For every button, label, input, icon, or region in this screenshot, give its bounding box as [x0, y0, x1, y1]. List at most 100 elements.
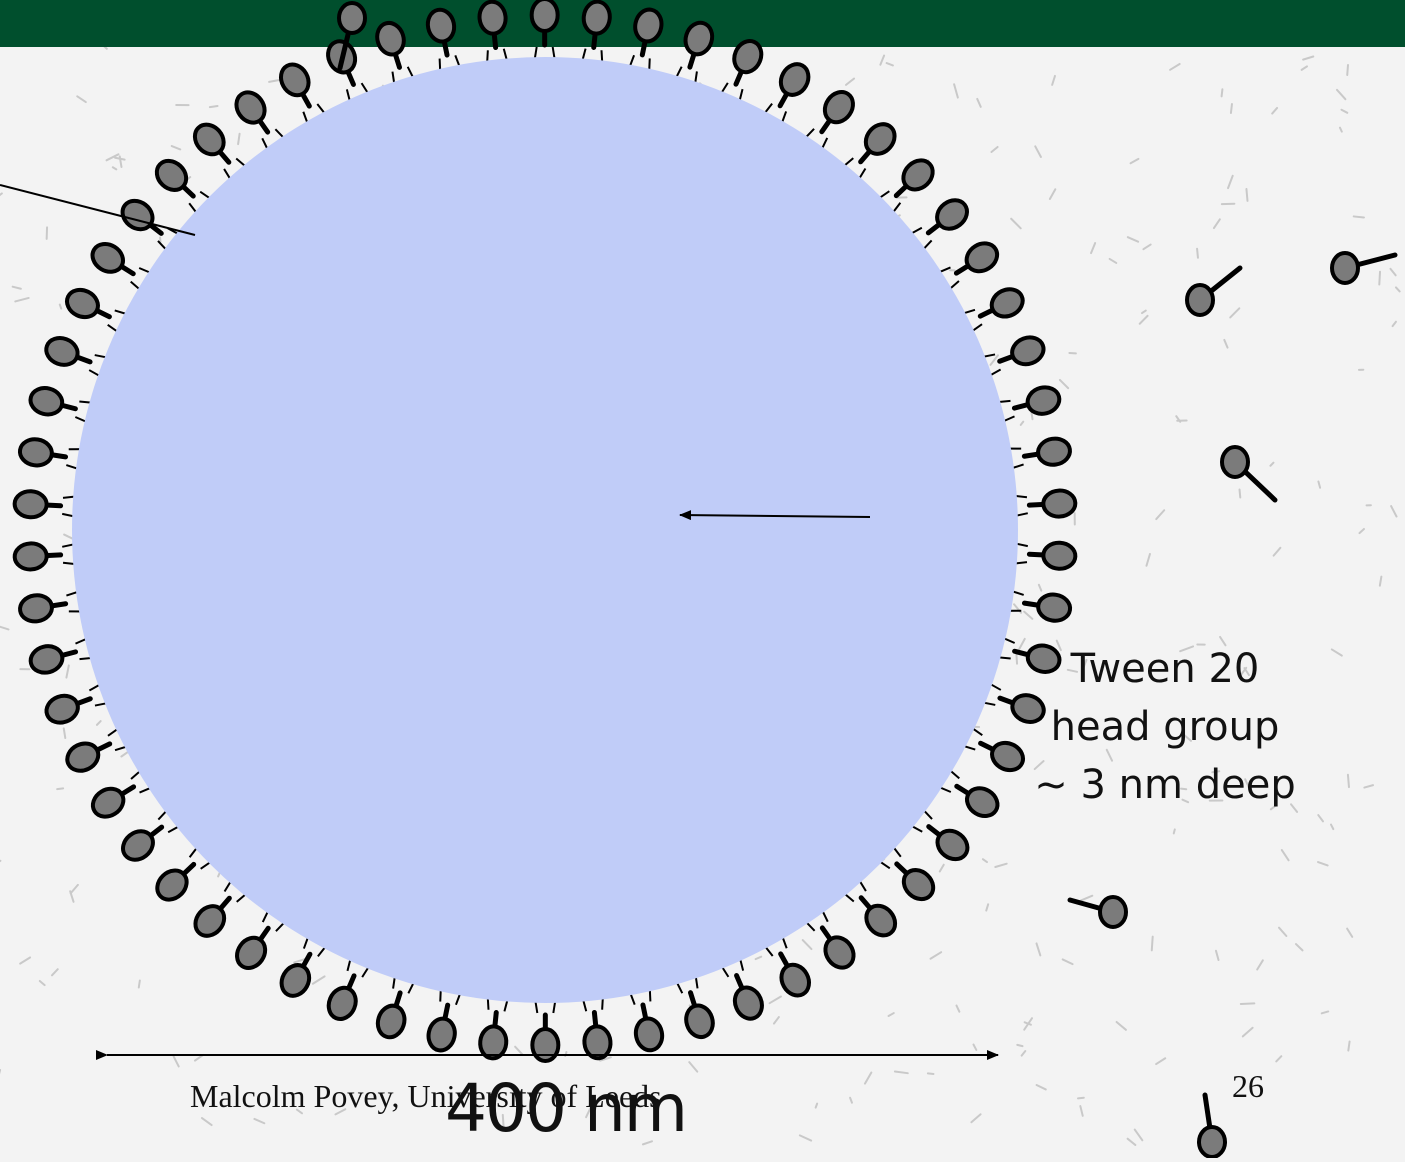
texture-mark [1156, 510, 1164, 519]
texture-mark [202, 1118, 212, 1125]
tween-20-molecule-icon [231, 87, 271, 128]
texture-mark [770, 996, 781, 1003]
texture-mark [803, 940, 812, 949]
texture-mark [986, 904, 988, 910]
texture-mark [995, 864, 1006, 867]
tween-20-molecule-icon [1043, 490, 1076, 518]
tween-20-molecule-icon [88, 783, 129, 822]
texture-mark [1318, 481, 1320, 487]
texture-mark [1024, 612, 1032, 619]
tween-20-molecule-icon [18, 593, 54, 624]
texture-mark [13, 287, 21, 289]
texture-mark [71, 885, 78, 893]
texture-mark [1078, 1098, 1084, 1099]
tween-20-molecule-icon [1036, 592, 1072, 623]
texture-mark [954, 84, 958, 97]
tween-20-molecule-icon [532, 0, 558, 31]
texture-mark [846, 79, 854, 85]
tween-label-line-1: Tween 20 [1030, 640, 1300, 698]
texture-mark [1396, 287, 1400, 291]
texture-mark [1243, 1028, 1253, 1037]
pointer-arrow-left [0, 185, 195, 235]
page-number: 26 [1232, 1068, 1264, 1105]
texture-mark [1274, 548, 1281, 556]
texture-mark [1240, 490, 1241, 498]
texture-mark [940, 865, 944, 872]
texture-mark [1135, 1130, 1143, 1141]
tween-20-molecule-icon [14, 543, 47, 571]
texture-mark [1222, 89, 1223, 96]
scale-bar-label: 400 nm [445, 1070, 686, 1147]
texture-mark [515, 1047, 523, 1055]
texture-mark [60, 305, 61, 309]
texture-mark [1318, 862, 1328, 865]
texture-mark [983, 859, 987, 862]
tween-20-molecule-icon [820, 932, 860, 973]
texture-mark [1081, 896, 1093, 901]
texture-mark [1318, 815, 1323, 821]
oil-droplet [72, 57, 1018, 1003]
texture-mark [1332, 649, 1342, 655]
texture-mark [1348, 775, 1349, 787]
texture-mark [1364, 785, 1373, 787]
texture-mark [254, 1119, 264, 1123]
tween-20-molecule-icon [1222, 447, 1248, 477]
texture-mark [1230, 308, 1239, 317]
texture-mark [1340, 128, 1342, 132]
texture-mark [977, 99, 981, 107]
tween-20-molecule-icon [962, 783, 1003, 822]
tween-20-molecule-icon [42, 334, 81, 369]
tween-20-molecule-icon [14, 490, 47, 518]
texture-mark [1174, 829, 1175, 833]
texture-mark [887, 63, 893, 65]
tween-20-molecule-icon [62, 285, 102, 322]
tween-20-molecule-icon [43, 691, 82, 727]
texture-mark [20, 957, 30, 963]
texture-mark [1156, 1058, 1165, 1064]
tween-20-molecule-icon [1008, 333, 1047, 369]
tween-20-molecule-icon [776, 960, 814, 1001]
texture-mark [1197, 249, 1198, 258]
texture-mark [115, 158, 125, 160]
tween-20-molecule-icon [478, 0, 507, 34]
texture-mark [1021, 422, 1024, 425]
texture-mark [1146, 554, 1149, 566]
tween-20-molecule-icon [776, 59, 814, 100]
texture-mark [1080, 1106, 1082, 1116]
texture-mark [774, 1017, 779, 1023]
texture-mark [1241, 1003, 1255, 1004]
texture-mark [1282, 850, 1289, 860]
texture-mark [1322, 1011, 1329, 1013]
texture-mark [1270, 463, 1273, 466]
texture-mark [174, 1056, 179, 1066]
tween-20-molecule-icon [28, 643, 66, 676]
tween-20-molecule-icon [426, 1016, 458, 1053]
tween-20-molecule-icon [961, 238, 1002, 277]
texture-mark [1117, 1022, 1126, 1030]
texture-mark [816, 1104, 817, 1108]
texture-mark [1060, 380, 1068, 388]
tween-20-molecule-icon [1036, 436, 1072, 467]
texture-mark [889, 1013, 894, 1016]
texture-mark [1131, 159, 1139, 163]
texture-mark [0, 627, 8, 630]
texture-mark [991, 355, 998, 365]
texture-mark [1022, 1051, 1026, 1056]
tween-20-molecule-icon [339, 3, 365, 33]
texture-mark [1152, 937, 1153, 951]
texture-mark [1128, 1139, 1136, 1145]
texture-mark [269, 80, 278, 82]
tween-20-molecule-icon [87, 238, 128, 277]
texture-mark [1063, 959, 1073, 964]
texture-mark [930, 952, 941, 959]
texture-mark [1303, 56, 1313, 59]
tween-20-molecule-icon [28, 385, 65, 418]
texture-mark [971, 1114, 980, 1122]
texture-mark [1039, 585, 1041, 591]
texture-mark [1143, 245, 1150, 250]
texture-mark [64, 728, 66, 738]
texture-mark [1017, 1045, 1022, 1046]
texture-mark [689, 1062, 697, 1072]
tween-20-molecule-icon [231, 932, 271, 973]
